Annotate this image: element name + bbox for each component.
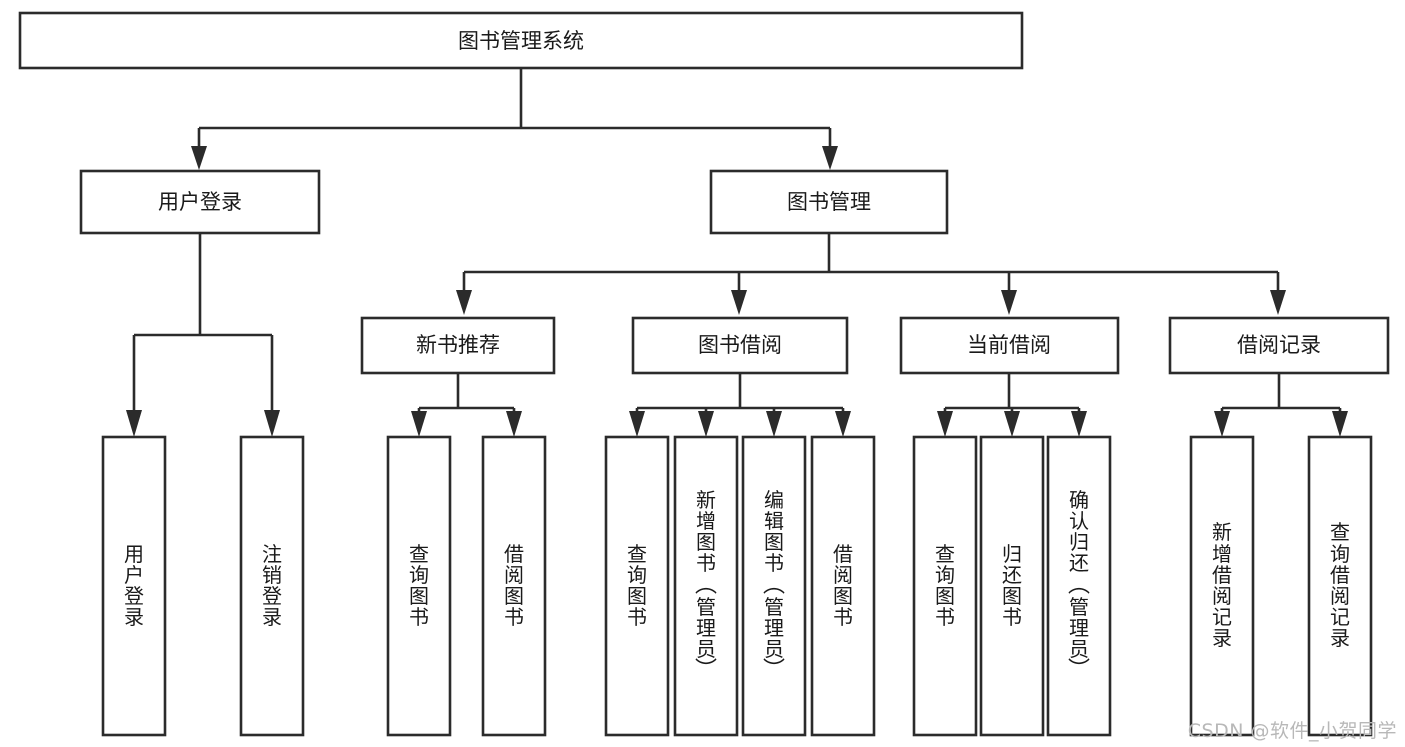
arrowhead-cb-leaf-3 (1071, 411, 1087, 437)
leaf-box-borrow-record-1[interactable] (1189, 435, 1255, 737)
node-borrow-record[interactable]: 借阅记录 (1168, 316, 1390, 375)
leaf-box-current-borrow-1[interactable] (912, 435, 978, 737)
arrowhead-bb-leaf-4 (835, 411, 851, 437)
node-book-manage[interactable]: 图书管理 (709, 169, 949, 235)
leaf-box-new-book-2[interactable] (481, 435, 547, 737)
borrow-record-label: 借阅记录 (1237, 333, 1321, 357)
arrowhead-book-manage (822, 146, 838, 170)
new-book-recommend-label: 新书推荐 (416, 333, 500, 357)
arrowhead-book-borrow (731, 290, 747, 315)
node-new-book-recommend[interactable]: 新书推荐 (360, 316, 556, 375)
arrowhead-current-borrow (1001, 290, 1017, 315)
arrowhead-user-login (191, 146, 207, 170)
node-current-borrow[interactable]: 当前借阅 (899, 316, 1120, 375)
leaf-box-current-borrow-2[interactable] (979, 435, 1045, 737)
book-manage-box (709, 169, 949, 235)
node-root[interactable]: 图书管理系统 (18, 11, 1024, 70)
arrowhead-bb-leaf-3 (766, 411, 782, 437)
leaf-box-new-book-1[interactable] (386, 435, 452, 737)
arrowhead-cb-leaf-2 (1004, 411, 1020, 437)
arrowhead-leaf-user-login-1 (126, 410, 142, 437)
arrowhead-nb-leaf-2 (506, 411, 522, 437)
arrowhead-cb-leaf-1 (937, 411, 953, 437)
leaf-box-book-borrow-2[interactable] (673, 435, 739, 737)
arrowhead-leaf-user-login-2 (264, 410, 280, 437)
arrowhead-bb-leaf-1 (629, 411, 645, 437)
arrowhead-new-book (456, 290, 472, 315)
node-book-borrow[interactable]: 图书借阅 (631, 316, 849, 375)
root-box (18, 11, 1024, 70)
arrowhead-br-leaf-1 (1214, 411, 1230, 437)
new-book-recommend-box (360, 316, 556, 375)
book-borrow-box (631, 316, 849, 375)
arrowhead-borrow-record (1270, 290, 1286, 315)
leaf-box-user-login-2[interactable] (239, 435, 305, 737)
leaf-box-current-borrow-3[interactable] (1046, 435, 1112, 737)
root-label: 图书管理系统 (458, 29, 584, 53)
book-manage-label: 图书管理 (787, 190, 871, 214)
leaf-box-book-borrow-1[interactable] (604, 435, 670, 737)
borrow-record-box (1168, 316, 1390, 375)
leaf-box-user-login-1[interactable] (101, 435, 167, 737)
arrowhead-br-leaf-2 (1332, 411, 1348, 437)
arrowhead-bb-leaf-2 (698, 411, 714, 437)
leaf-box-book-borrow-4[interactable] (810, 435, 876, 737)
node-user-login[interactable]: 用户登录 (79, 169, 321, 235)
current-borrow-label: 当前借阅 (967, 333, 1051, 357)
arrowhead-nb-leaf-1 (411, 411, 427, 437)
user-login-label: 用户登录 (158, 190, 242, 214)
leaf-box-borrow-record-2[interactable] (1307, 435, 1373, 737)
book-borrow-label: 图书借阅 (698, 333, 782, 357)
leaf-box-book-borrow-3[interactable] (741, 435, 807, 737)
current-borrow-box (899, 316, 1120, 375)
